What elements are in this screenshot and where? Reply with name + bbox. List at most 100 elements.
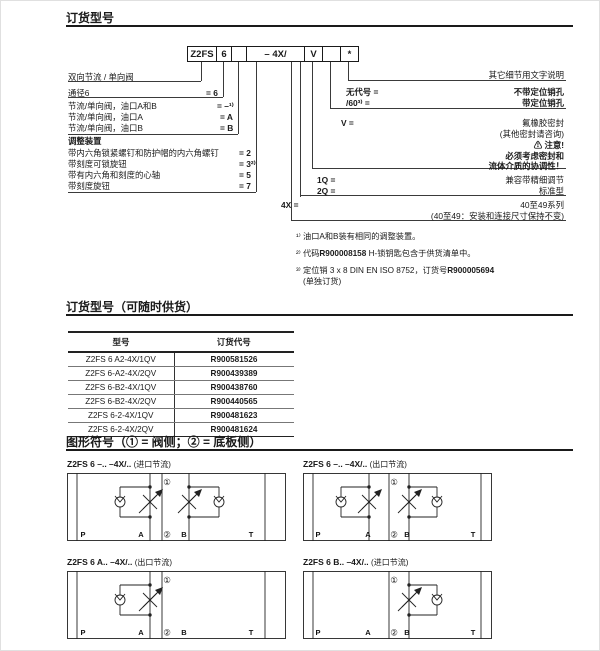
section-title-ordering-code: 订货型号 (66, 11, 115, 25)
spec-key-seal: V = (341, 118, 354, 128)
spec-val-seal: 氟橡胶密封 (522, 118, 564, 128)
connector-line (312, 62, 313, 168)
spec-code: = 3²⁾ (239, 159, 256, 169)
svg-text:②: ② (163, 530, 171, 540)
spec-val-no-pin-hole: 不带定位销孔 (513, 87, 564, 97)
footnote-2: ²⁾ 代码R900008158 H-锁钥匙包含于供货清单中。 (296, 249, 475, 259)
spec-label-adjustment-5: 带有内六角和刻度的心轴 (68, 170, 161, 180)
footnote-2-pre: ²⁾ 代码 (296, 249, 320, 258)
svg-text:T: T (249, 628, 254, 637)
connector-line (312, 168, 566, 169)
connector-line (300, 62, 301, 197)
connector-line (348, 80, 566, 81)
spec-code: = –¹⁾ (217, 101, 234, 111)
spec-label-size: 通径6 (68, 88, 90, 98)
spec-code: = 7 (239, 181, 251, 191)
table-cell-material: R900438760 (174, 380, 294, 395)
spec-key-1q: 1Q = (317, 175, 336, 185)
section-rule (66, 25, 573, 27)
spec-label-port-a: 节流/单向阀，油口A (68, 112, 143, 122)
diagram-model: Z2FS 6 –.. –4X/.. (303, 459, 368, 469)
code-box-pin (322, 46, 341, 62)
svg-text:①: ① (390, 477, 398, 487)
svg-text:B: B (181, 530, 187, 539)
svg-text:A: A (138, 530, 144, 539)
svg-text:A: A (365, 628, 371, 637)
diagram-model: Z2FS 6 –.. –4X/.. (67, 459, 132, 469)
diagram-label: Z2FS 6 –.. –4X/.. (出口节流) (303, 459, 407, 470)
diagram-model: Z2FS 6 A.. –4X/.. (67, 557, 133, 567)
spec-code: = 6 (206, 88, 218, 98)
connector-line (68, 192, 256, 193)
footnote-3: ³⁾ 定位销 3 x 8 DIN EN ISO 8752，订货号R9000056… (296, 266, 494, 276)
spec-val-series-note: (40至49：安装和连接尺寸保持不变) (430, 211, 564, 221)
svg-text:②: ② (390, 530, 398, 540)
footnote-3-material-number: R900005694 (447, 266, 495, 275)
spec-label-adjustment-3: 带刻度可锁旋钮 (68, 159, 127, 169)
code-box-series: – 4X/ (246, 46, 305, 62)
footnote-3-pre: ³⁾ 定位销 3 x 8 DIN EN ISO 8752，订货号 (296, 266, 448, 275)
spec-key-no-code: 无代号 = (346, 87, 379, 97)
table-header-type: 型号 (68, 332, 174, 353)
connector-line (238, 62, 239, 134)
connector-line (330, 108, 566, 109)
spec-val-pin-hole: 带定位销孔 (522, 98, 564, 108)
spec-label-other-details: 其它细节用文字说明 (488, 70, 564, 80)
footnote-2-material-number: R900008158 (319, 249, 367, 258)
warning-line-1: 必须考虑密封和 (505, 151, 564, 161)
connector-line (201, 62, 202, 81)
connector-line (291, 220, 566, 221)
svg-text:P: P (80, 530, 85, 539)
table-cell-material: R900481623 (174, 408, 294, 423)
diagram-note: (出口节流) (369, 460, 407, 469)
connector-line (330, 62, 331, 108)
table-cell-material: R900440565 (174, 394, 294, 409)
svg-text:P: P (315, 530, 320, 539)
diagram-note: (进口节流) (371, 558, 409, 567)
section-title-available-types: 订货型号（可随时供货） (66, 300, 199, 314)
table-cell-type: Z2FS 6 A2-4X/1QV (68, 352, 175, 367)
code-box-ports (231, 46, 247, 62)
diagram-label: Z2FS 6 B.. –4X/.. (进口节流) (303, 557, 408, 568)
code-box-seal: V (304, 46, 323, 62)
svg-text:A: A (365, 530, 371, 539)
connector-line (291, 62, 292, 220)
diagram-model: Z2FS 6 B.. –4X/.. (303, 557, 369, 567)
connector-line (68, 81, 201, 82)
svg-text:①: ① (390, 575, 398, 585)
table-cell-material: R900439389 (174, 366, 294, 381)
footnote-3-extra: (单独订货) (303, 277, 342, 286)
footnote-1: ¹⁾ 油口A和B装有相同的调整装置。 (296, 232, 421, 241)
spec-val-series: 40至49系列 (520, 200, 564, 210)
spec-label-port-b: 节流/单向阀，油口B (68, 123, 143, 133)
svg-text:②: ② (390, 628, 398, 638)
svg-text:①: ① (163, 477, 171, 487)
spec-key-pin: /60³⁾ = (346, 98, 370, 108)
table-cell-material: R900481624 (174, 422, 294, 437)
svg-text:T: T (471, 628, 476, 637)
spec-label-valve-type: 双向节流 / 单向阀 (68, 72, 134, 82)
svg-text:P: P (315, 628, 320, 637)
diagram-label: Z2FS 6 A.. –4X/.. (出口节流) (67, 557, 172, 568)
table-cell-type: Z2FS 6-B2-4X/2QV (68, 394, 175, 409)
table-cell-material: R900581526 (174, 352, 294, 367)
spec-code: = 5 (239, 170, 251, 180)
spec-code: = A (220, 112, 233, 122)
table-header-material-number: 订货代号 (174, 332, 294, 353)
spec-label-ports-ab: 节流/单向阀，油口A和B (68, 101, 157, 111)
svg-text:T: T (471, 530, 476, 539)
connector-line (300, 195, 566, 196)
table-cell-type: Z2FS 6-B2-4X/1QV (68, 380, 175, 395)
spec-val-seal-note: (其他密封请咨询) (499, 129, 564, 139)
code-box-size: 6 (216, 46, 232, 62)
svg-text:B: B (181, 628, 187, 637)
